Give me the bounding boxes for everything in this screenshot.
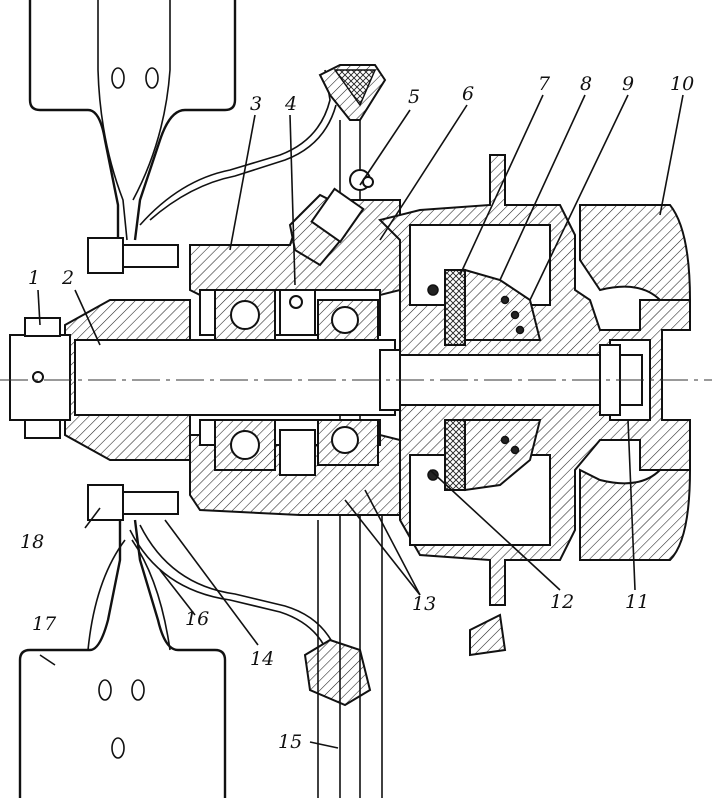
callout-12: 12 — [550, 591, 574, 613]
shaft — [0, 237, 712, 521]
upper-shield — [139, 69, 331, 226]
callout-3: 3 — [250, 93, 262, 115]
callout-5: 5 — [408, 86, 420, 108]
callout-4: 4 — [284, 93, 297, 115]
callout-1: 1 — [28, 267, 40, 289]
callout-10: 10 — [670, 73, 694, 95]
callout-8: 8 — [580, 73, 592, 95]
callout-15: 15 — [278, 731, 302, 753]
callout-11: 11 — [625, 591, 649, 613]
lower-shield — [129, 529, 331, 661]
pulley — [303, 64, 387, 798]
callout-labels: 1 2 3 4 5 6 7 8 9 10 11 12 13 14 15 16 1… — [20, 73, 694, 753]
callout-7: 7 — [538, 73, 551, 95]
callout-14: 14 — [250, 648, 274, 670]
callout-2: 2 — [61, 267, 74, 289]
upper-bracket — [28, 0, 237, 241]
callout-9: 9 — [622, 73, 634, 95]
grease-fitting — [288, 169, 374, 267]
callout-6: 6 — [462, 83, 474, 105]
callout-13: 13 — [412, 593, 436, 615]
callout-16: 16 — [185, 608, 209, 630]
callout-17: 17 — [32, 613, 57, 635]
callout-18: 18 — [20, 531, 44, 553]
lower-bracket — [18, 519, 227, 798]
leader-lines — [37, 94, 684, 749]
